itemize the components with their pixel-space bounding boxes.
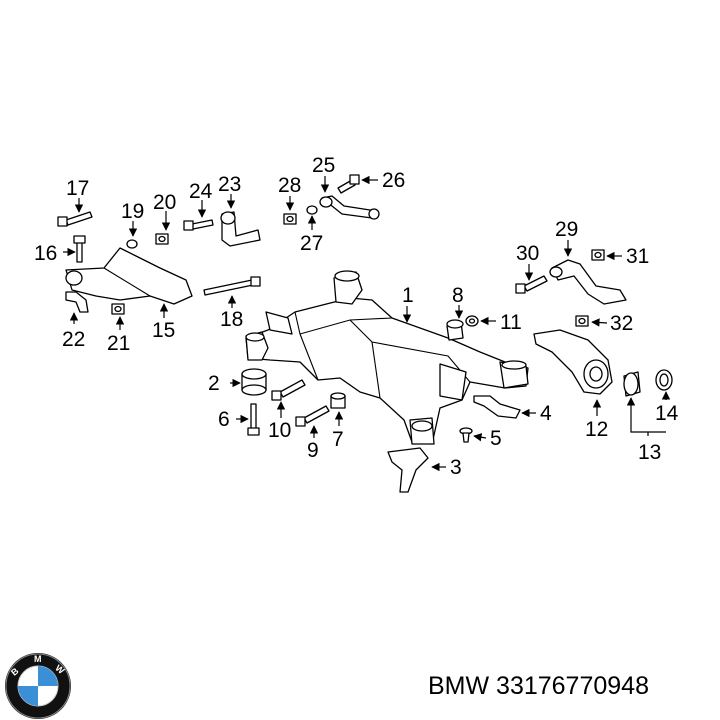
bolt-part-10 — [271, 379, 306, 401]
callout-11: 11 — [500, 311, 522, 334]
ring-part-14 — [655, 369, 673, 391]
callout-1: 1 — [402, 284, 414, 307]
nut-part-7 — [330, 392, 346, 409]
bolt-part-24 — [183, 219, 214, 231]
callout-24: 24 — [189, 180, 213, 203]
callout-22: 22 — [62, 328, 85, 351]
nut-part-20 — [155, 233, 169, 245]
callout-7: 7 — [332, 428, 344, 451]
callout-8: 8 — [452, 284, 464, 307]
callout-25: 25 — [312, 154, 335, 177]
callout-2: 2 — [208, 372, 220, 395]
callout-9: 9 — [307, 439, 319, 462]
bolt-part-9 — [295, 405, 330, 427]
callout-20: 20 — [153, 191, 176, 214]
bolt-part-17 — [57, 211, 93, 227]
callout-16: 16 — [34, 242, 57, 265]
control-arm-part-29 — [549, 259, 627, 305]
control-arm-part-15 — [65, 247, 193, 305]
leader-lines — [63, 175, 671, 472]
nut-part-28 — [283, 213, 297, 225]
callout-3: 3 — [450, 456, 462, 479]
callout-labels: 1 2 3 4 5 6 7 8 9 10 11 12 13 14 15 16 1… — [34, 154, 679, 479]
logo-letter-m: M — [34, 654, 42, 664]
nut-part-21 — [111, 303, 125, 315]
nut-part-31 — [591, 249, 605, 261]
bushing-part-2 — [241, 368, 267, 396]
bolt-part-6 — [247, 403, 260, 436]
bracket-part-4 — [473, 395, 521, 419]
callout-32: 32 — [610, 312, 633, 335]
callout-31: 31 — [626, 245, 649, 268]
bushing-part-8 — [446, 319, 464, 341]
callout-10: 10 — [268, 419, 291, 442]
callout-19: 19 — [121, 200, 144, 223]
callout-5: 5 — [490, 427, 502, 450]
callout-13: 13 — [638, 441, 661, 464]
bolt-part-16 — [73, 235, 86, 263]
callout-30: 30 — [516, 242, 539, 265]
bolt-part-18 — [203, 276, 261, 296]
callout-17: 17 — [66, 177, 89, 200]
callout-26: 26 — [382, 169, 405, 192]
callout-6: 6 — [218, 408, 230, 431]
callout-12: 12 — [585, 418, 608, 441]
logo-blue-quadrant-a — [38, 666, 58, 686]
callout-18: 18 — [220, 308, 243, 331]
washer-part-11 — [465, 315, 479, 327]
callout-15: 15 — [152, 319, 175, 342]
knuckle-part-12 — [533, 329, 613, 395]
bracket-part-3 — [387, 447, 429, 493]
subframe-part — [245, 270, 529, 445]
callout-4: 4 — [540, 402, 552, 425]
link-part-22 — [65, 291, 89, 313]
logo-letter-b: B — [9, 665, 21, 677]
bmw-logo-icon: B M W — [5, 653, 71, 719]
callout-27: 27 — [300, 232, 323, 255]
callout-14: 14 — [655, 402, 679, 425]
callout-23: 23 — [218, 173, 241, 196]
part-number-caption: BMW 33176770948 — [428, 672, 649, 700]
link-part-23 — [220, 211, 261, 247]
bolt-part-26 — [337, 174, 360, 194]
callout-21: 21 — [107, 332, 130, 355]
callout-29: 29 — [555, 218, 578, 241]
washer-part-19 — [126, 239, 138, 249]
clip-part-5 — [459, 427, 473, 443]
washer-part-27 — [306, 205, 318, 215]
nut-part-32 — [575, 315, 589, 327]
callout-28: 28 — [278, 174, 301, 197]
bolt-part-30 — [515, 275, 548, 294]
logo-blue-quadrant-b — [18, 686, 38, 706]
bearing-part-13 — [623, 371, 641, 397]
link-part-25 — [319, 195, 380, 220]
